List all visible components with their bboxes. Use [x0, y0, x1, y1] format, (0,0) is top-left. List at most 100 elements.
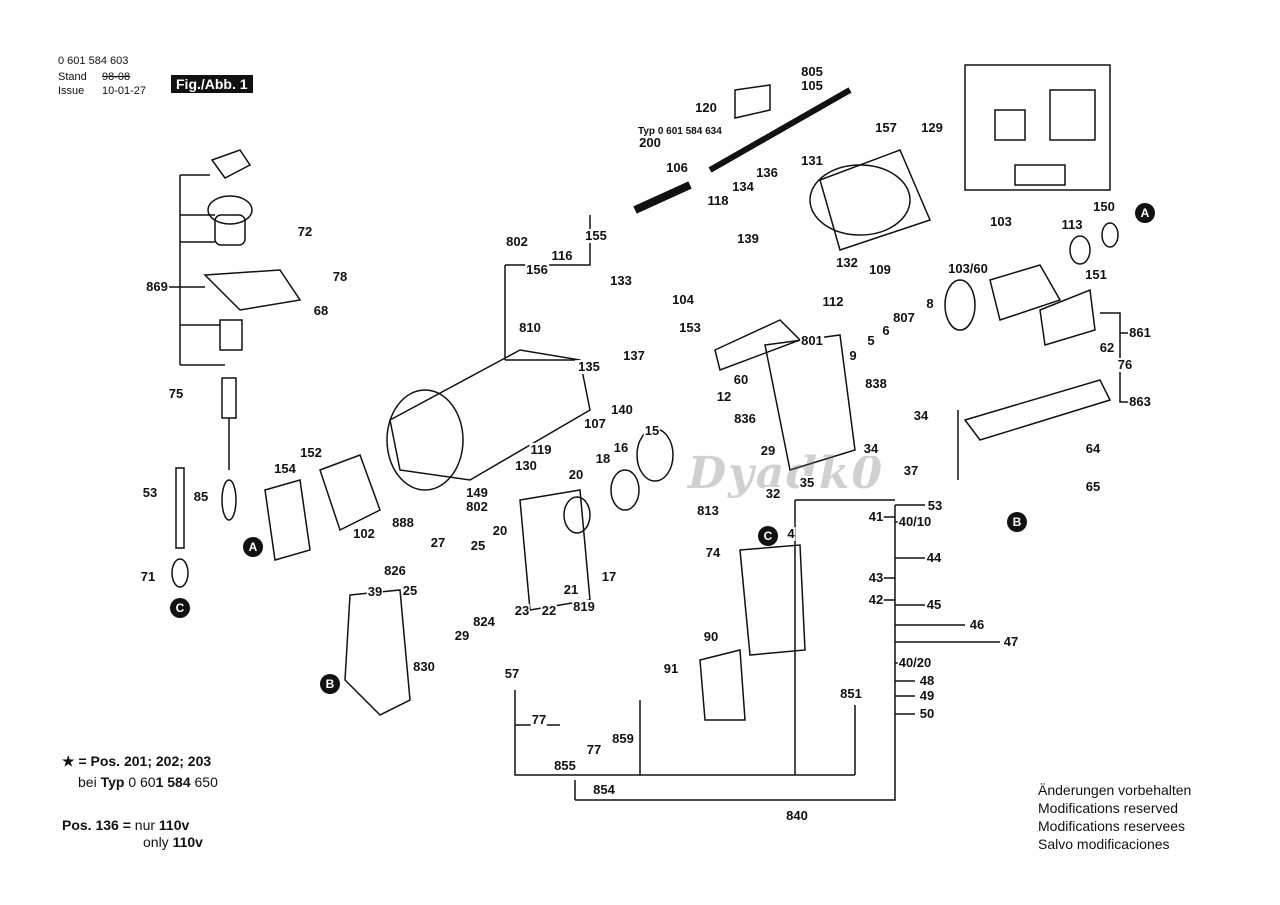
part-shape: [699, 649, 746, 721]
part-number-label: 155: [584, 228, 608, 243]
part-number-label: 74: [704, 545, 722, 560]
part-number-label: 46: [968, 617, 986, 632]
part-shape: [563, 496, 591, 534]
watermark: Dyadk0: [688, 448, 885, 499]
part-number-label: 137: [622, 348, 646, 363]
reference-marker-c: C: [170, 598, 190, 618]
part-number-label: 64: [1084, 441, 1102, 456]
part-number-label: 5: [866, 333, 876, 348]
part-number-label: 152: [299, 445, 323, 460]
part-number-label: 863: [1128, 394, 1152, 409]
part-number-label: 44: [925, 550, 943, 565]
part-shape: [264, 479, 311, 561]
part-shape: [203, 269, 302, 311]
typ-number-b: 1 584: [155, 774, 191, 790]
part-number-label: 105: [800, 78, 824, 93]
part-number-label: 135: [577, 359, 601, 374]
part-number-label: 119: [529, 442, 553, 457]
reference-marker-b: B: [1007, 512, 1027, 532]
part-number-label: 129: [920, 120, 944, 135]
part-shape: [221, 479, 237, 521]
part-number-label: 113: [1060, 217, 1084, 232]
disclaimer-fr: Modifications reservees: [1038, 818, 1186, 834]
footnote-star: ★ = Pos. 201; 202; 203: [62, 753, 212, 769]
part-number-label: 53: [926, 498, 944, 513]
part-shape: [207, 195, 253, 225]
part-number-label: 859: [611, 731, 635, 746]
footnote-typ: bei Typ 0 601 584 650: [78, 774, 218, 791]
part-shape: [219, 319, 243, 351]
part-number-label: 20: [567, 467, 585, 482]
part-shape: [519, 489, 591, 611]
part-number-label: 77: [530, 712, 548, 727]
reference-marker-a: A: [243, 537, 263, 557]
part-number-label: 65: [1084, 479, 1102, 494]
part-number-label: 25: [469, 538, 487, 553]
part-number-label: 103: [989, 214, 1013, 229]
part-shape: [633, 181, 692, 214]
part-number-label: 42: [867, 592, 885, 607]
part-shape: [214, 214, 246, 246]
part-number-label: 34: [912, 408, 930, 423]
part-shape: [221, 377, 237, 419]
reference-marker-b: B: [320, 674, 340, 694]
part-number-label: 15: [643, 423, 661, 438]
part-shape: [386, 389, 464, 491]
part-shape: [739, 544, 806, 656]
part-number-label: 91: [662, 661, 680, 676]
disclaimer-en: Modifications reserved: [1038, 800, 1179, 816]
voltage-text: 110v: [158, 817, 190, 833]
issue-date: 10-01-27: [102, 85, 147, 97]
part-number-label: 16: [612, 440, 630, 455]
part-number-label: 18: [594, 451, 612, 466]
part-number-label: 824: [472, 614, 496, 629]
part-number-label: 131: [800, 153, 824, 168]
part-number-label: 29: [453, 628, 471, 643]
part-number-label: 807: [892, 310, 916, 325]
part-shape: [175, 467, 185, 549]
part-number-label: 17: [600, 569, 618, 584]
part-number-label: 118: [706, 193, 730, 208]
part-number-label: 140: [610, 402, 634, 417]
reference-marker-c: C: [758, 526, 778, 546]
part-number-label: 77: [585, 742, 603, 757]
part-number-label: 130: [514, 458, 538, 473]
part-number-label: 813: [696, 503, 720, 518]
part-number-label: 154: [273, 461, 297, 476]
part-number-label: 40/10: [897, 514, 933, 529]
part-number-label: 153: [678, 320, 702, 335]
drawing-number: 0 601 584 603: [58, 55, 129, 67]
footnote-only: only 110v: [143, 834, 203, 851]
part-shape: [210, 149, 252, 179]
part-shape: [944, 279, 976, 331]
part-number-label: 819: [572, 599, 596, 614]
part-number-label: 9: [848, 348, 858, 363]
part-number-label: 39: [366, 584, 384, 599]
part-shape: [610, 469, 640, 511]
part-number-label: 855: [553, 758, 577, 773]
part-number-label: 8: [925, 296, 935, 311]
part-number-label: 826: [383, 563, 407, 578]
typ-number-a: 0 60: [128, 774, 156, 790]
part-number-label: 41: [867, 509, 885, 524]
reference-marker-a: A: [1135, 203, 1155, 223]
part-shape: [319, 454, 381, 532]
part-number-label: 6: [881, 323, 891, 338]
part-number-label: 21: [562, 582, 580, 597]
part-shape: [708, 87, 852, 173]
part-shape: [1101, 222, 1119, 248]
part-number-label: 139: [736, 231, 760, 246]
only-text: only: [143, 834, 169, 850]
part-number-label: 149: [465, 485, 489, 500]
part-number-label: 151: [1084, 267, 1108, 282]
part-number-label: 27: [429, 535, 447, 550]
part-number-label: 71: [139, 569, 157, 584]
part-number-label: 48: [918, 673, 936, 688]
part-number-label: 29: [759, 443, 777, 458]
part-number-label: 104: [671, 292, 695, 307]
part-number-label: 120: [694, 100, 718, 115]
part-number-label: 12: [715, 389, 733, 404]
part-number-label: 150: [1092, 199, 1116, 214]
part-number-label: 107: [583, 416, 607, 431]
